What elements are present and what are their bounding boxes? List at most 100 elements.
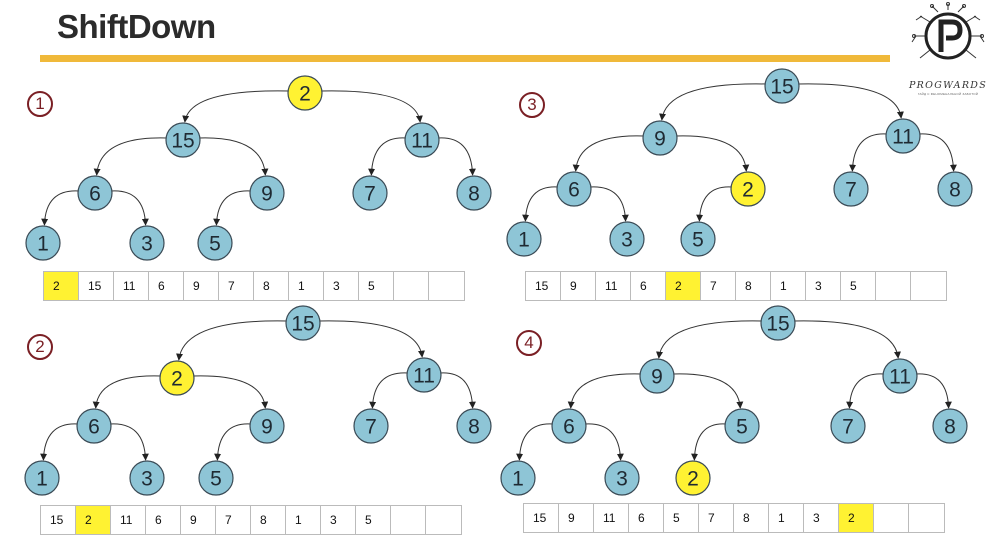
tree-node-value: 5 [736,416,748,439]
tree-node-value: 9 [261,416,273,439]
array-cell [909,504,944,532]
tree-node-highlighted: 2 [287,75,323,111]
array-cell: 3 [324,272,359,300]
array-cell: 3 [804,504,839,532]
tree-node-value: 1 [37,233,49,256]
tree-node-value: 11 [889,366,911,389]
tree-edge [794,320,901,359]
tree-node: 6 [551,408,587,444]
tree-node: 3 [609,221,645,257]
tree-node: 3 [604,460,640,496]
tree-node: 8 [456,175,492,211]
array-cell: 8 [736,272,771,300]
array-cell: 9 [184,272,219,300]
tree-node-highlighted: 2 [675,460,711,496]
tree-edge [696,186,732,222]
array-cell: 15 [524,504,559,532]
tree-node: 8 [937,171,973,207]
tree-node-value: 1 [518,229,530,252]
tree-node-value: 2 [742,179,754,202]
tree-edge [516,423,553,461]
array-cell: 9 [559,504,594,532]
array-cell: 8 [251,506,286,534]
tree-node: 5 [197,225,233,261]
tree-edge [691,423,726,461]
array-cell [429,272,464,300]
tree-node-value: 15 [770,76,793,99]
tree-node: 5 [198,460,234,496]
title-underline [40,55,890,62]
tree-node-value: 11 [413,365,435,388]
tree-edge [368,137,406,176]
tree-node: 1 [500,460,536,496]
tree-edge [111,190,149,226]
tree-edge [369,372,408,409]
array-cell [426,506,461,534]
tree-node-value: 6 [563,416,575,439]
tree-edge [656,320,762,359]
tree-node-value: 2 [299,83,311,106]
tree-node-value: 15 [766,313,789,336]
array-cell [391,506,426,534]
tree-node: 6 [556,171,592,207]
array-cell: 11 [111,506,146,534]
array-cell: 5 [664,504,699,532]
tree-node: 8 [932,408,968,444]
array-cell: 6 [631,272,666,300]
step-badge-3: 3 [519,92,545,118]
tree-node-value: 7 [842,416,854,439]
tree-node-value: 15 [171,130,194,153]
tree-node: 3 [129,225,165,261]
array-cell: 1 [286,506,321,534]
array-cell: 5 [841,272,876,300]
array-cell: 6 [146,506,181,534]
tree-edge [92,375,161,409]
tree-node-value: 7 [364,183,376,206]
array-cell: 5 [359,272,394,300]
tree-edge [176,320,287,361]
array-cell: 7 [699,504,734,532]
tree-node-value: 7 [845,179,857,202]
tree-edge [846,373,884,409]
array-cell: 7 [701,272,736,300]
tree-node: 11 [404,122,440,158]
tree-node: 5 [680,221,716,257]
array-cell-highlighted: 2 [44,272,79,300]
tree-edge [849,133,887,172]
step-badge-2: 2 [27,334,53,360]
tree-node-highlighted: 2 [159,360,195,396]
tree-edge [213,190,251,226]
tree-node-value: 7 [365,416,377,439]
array-cell: 6 [149,272,184,300]
p-circuit-logo-icon [911,2,985,60]
tree-node: 6 [77,175,113,211]
tree-edge [567,373,641,409]
array-cell [911,272,946,300]
tree-node-value: 5 [692,229,704,252]
tree-node: 7 [830,408,866,444]
array-cell: 3 [321,506,356,534]
tree-edge [193,375,269,409]
tree-node: 8 [456,408,492,444]
tree-edge [590,186,629,222]
tree-edge [673,373,744,409]
logo-name: PROGWARDS [908,80,988,91]
tree-node: 6 [76,408,112,444]
tree-node-value: 3 [141,468,153,491]
step-badge-4: 4 [516,330,542,356]
array-cell: 9 [561,272,596,300]
tree-node-value: 3 [141,233,153,256]
tree-node: 15 [285,305,321,341]
array-cell-highlighted: 2 [76,506,111,534]
array-cell: 1 [769,504,804,532]
array-cell-highlighted: 2 [839,504,874,532]
array-cell: 7 [219,272,254,300]
tree-edge [110,423,149,461]
tree-edge [676,135,750,172]
tree-edge [199,137,269,176]
array-cell: 8 [254,272,289,300]
tree-node: 9 [642,120,678,156]
tree-node: 9 [249,408,285,444]
